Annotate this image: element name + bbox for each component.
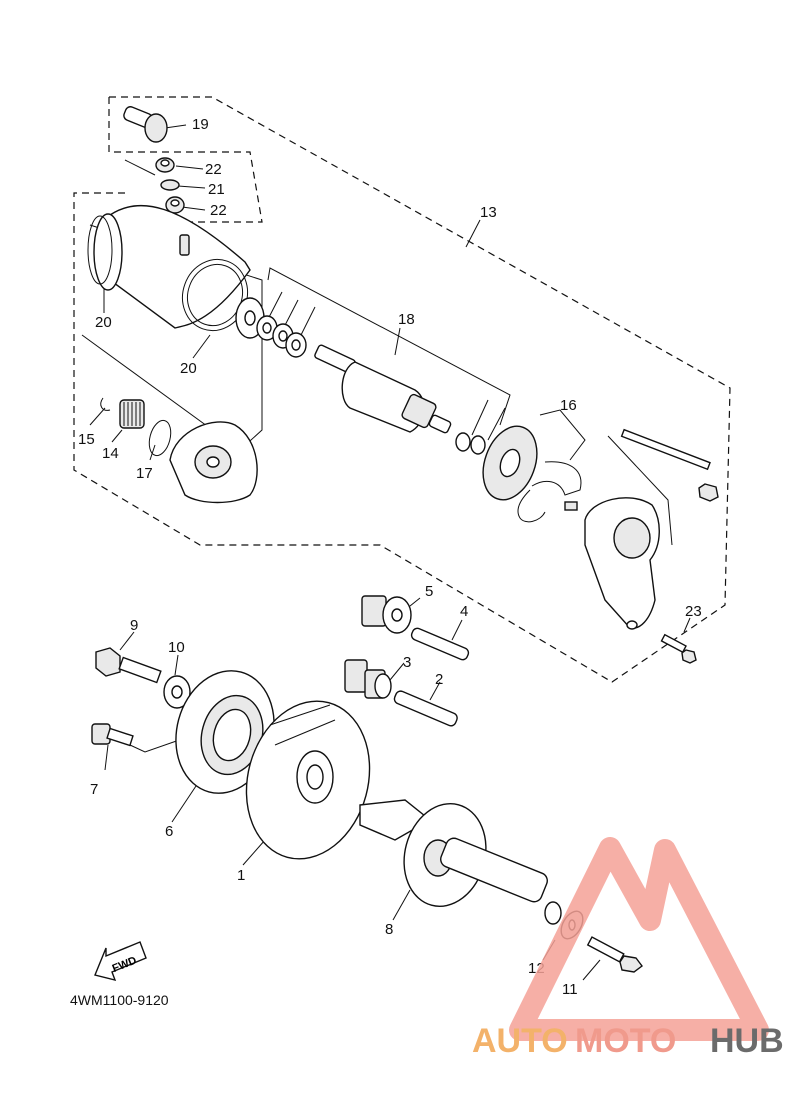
callout-9: 9 xyxy=(130,617,138,634)
callout-15: 15 xyxy=(78,431,95,448)
front-o-ring-17 xyxy=(148,419,172,457)
callout-21: 21 xyxy=(208,181,225,198)
callout-labels: 19 22 21 22 13 20 18 20 16 15 14 17 5 23… xyxy=(78,116,702,998)
watermark-moto: MOTO xyxy=(575,1022,676,1060)
callout-17: 17 xyxy=(136,465,153,482)
bolt-9 xyxy=(95,647,162,684)
circlip-15 xyxy=(100,397,111,411)
front-cover-part xyxy=(169,421,258,504)
bolt-7 xyxy=(91,723,134,747)
gear-shaft-8 xyxy=(359,799,562,925)
watermark-text: AUTO MOTO HUB xyxy=(472,1022,784,1060)
callout-6: 6 xyxy=(165,823,173,840)
armature-washers-left xyxy=(235,297,307,358)
terminal-nut-upper xyxy=(155,157,175,173)
terminal-subassembly-boundary xyxy=(108,97,263,223)
forward-arrow-icon: FWD xyxy=(94,941,147,982)
starter-motor-boundary xyxy=(73,96,731,683)
callout-1: 1 xyxy=(237,867,245,884)
shaft-4 xyxy=(410,627,470,661)
rear-cover-part xyxy=(584,497,660,630)
callout-7: 7 xyxy=(90,781,98,798)
through-bolt-part xyxy=(620,428,719,502)
callout-11: 11 xyxy=(562,981,578,998)
watermark-logo xyxy=(509,837,769,1041)
callout-14: 14 xyxy=(102,445,119,462)
armature-washers-right xyxy=(455,432,486,455)
callout-4: 4 xyxy=(460,603,468,620)
callout-19: 19 xyxy=(192,116,209,133)
terminal-wire xyxy=(124,159,180,191)
callout-22-upper: 22 xyxy=(205,161,222,178)
terminal-cap-part xyxy=(123,106,168,143)
callout-8: 8 xyxy=(385,921,393,938)
shaft-2 xyxy=(393,690,458,727)
callout-18: 18 xyxy=(398,311,415,328)
callout-13: 13 xyxy=(480,204,497,221)
idler-gear-3 xyxy=(344,659,392,699)
starter-wheel-gear-1 xyxy=(245,700,371,860)
callout-16: 16 xyxy=(560,397,577,414)
callout-10: 10 xyxy=(168,639,185,656)
idler-gear-5 xyxy=(361,595,412,634)
callout-5: 5 xyxy=(425,583,433,600)
callout-2: 2 xyxy=(435,671,443,688)
callout-3: 3 xyxy=(403,654,411,671)
callout-20-lower: 20 xyxy=(180,360,197,377)
needle-bearing-14 xyxy=(119,399,145,429)
brush-holder-part xyxy=(482,425,582,523)
o-ring-front xyxy=(87,215,113,285)
armature-part xyxy=(314,344,452,434)
bolt-11 xyxy=(586,936,643,973)
watermark-hub: HUB xyxy=(710,1022,784,1060)
starter-yoke-part xyxy=(93,204,251,329)
leader-lines xyxy=(81,124,691,981)
terminal-nut-lower xyxy=(165,196,185,214)
callout-20-left: 20 xyxy=(95,314,112,331)
cover-bolt-23 xyxy=(660,633,697,664)
catalog-code: 4WM1100-9120 xyxy=(70,992,169,1008)
watermark-auto: AUTO xyxy=(472,1022,568,1060)
callout-23: 23 xyxy=(685,603,702,620)
starter-clutch-6 xyxy=(175,670,275,794)
callout-22-lower: 22 xyxy=(210,202,227,219)
washer-10-hole xyxy=(171,685,183,699)
